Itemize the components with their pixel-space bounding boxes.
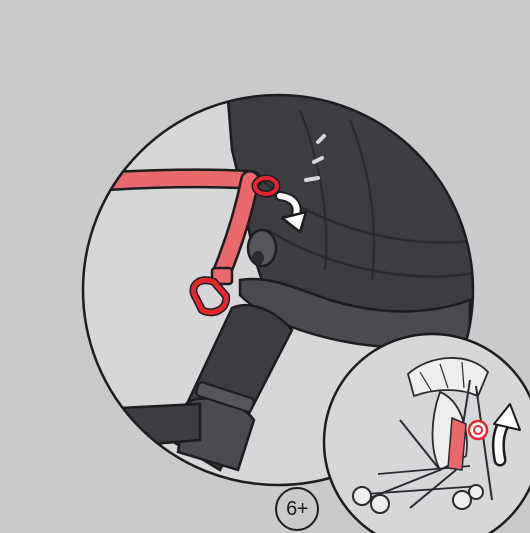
age-badge: 6+ <box>275 487 319 531</box>
age-badge-label: 6+ <box>286 499 308 519</box>
buckle-knob <box>248 230 276 266</box>
